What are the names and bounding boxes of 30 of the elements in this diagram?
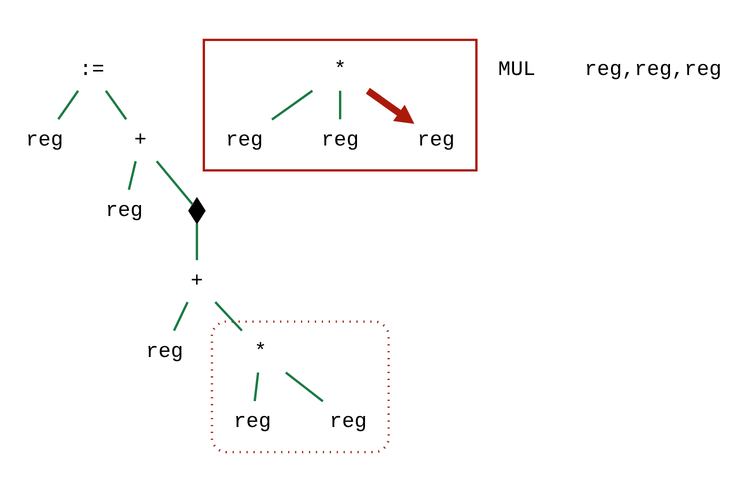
node-text: * <box>334 58 346 82</box>
node-text: reg <box>226 128 263 152</box>
connector <box>214 300 243 331</box>
connector <box>173 301 189 331</box>
connector <box>128 160 137 190</box>
connector <box>156 160 194 205</box>
node-text: reg <box>146 340 184 364</box>
connector <box>254 372 260 401</box>
label: MUL <box>498 58 536 82</box>
cluster <box>210 320 390 453</box>
node-text: * <box>254 340 267 364</box>
node-text: := <box>79 58 104 82</box>
cluster <box>202 38 478 171</box>
node-text: + <box>190 270 204 293</box>
node-text: reg <box>234 410 272 434</box>
node-text: reg <box>26 128 64 152</box>
connector <box>285 371 324 402</box>
connector <box>271 89 314 120</box>
connector <box>338 90 342 119</box>
arrow <box>366 87 414 124</box>
node-text: + <box>134 128 147 152</box>
node-text: reg <box>105 199 143 222</box>
connector <box>104 90 128 120</box>
node-text: reg <box>330 410 367 434</box>
connector <box>196 223 198 260</box>
connector <box>57 90 80 120</box>
node-diamond <box>188 196 206 224</box>
label: reg,reg,reg <box>584 58 722 82</box>
node-text: reg <box>417 128 455 152</box>
node-text: reg <box>321 128 359 152</box>
